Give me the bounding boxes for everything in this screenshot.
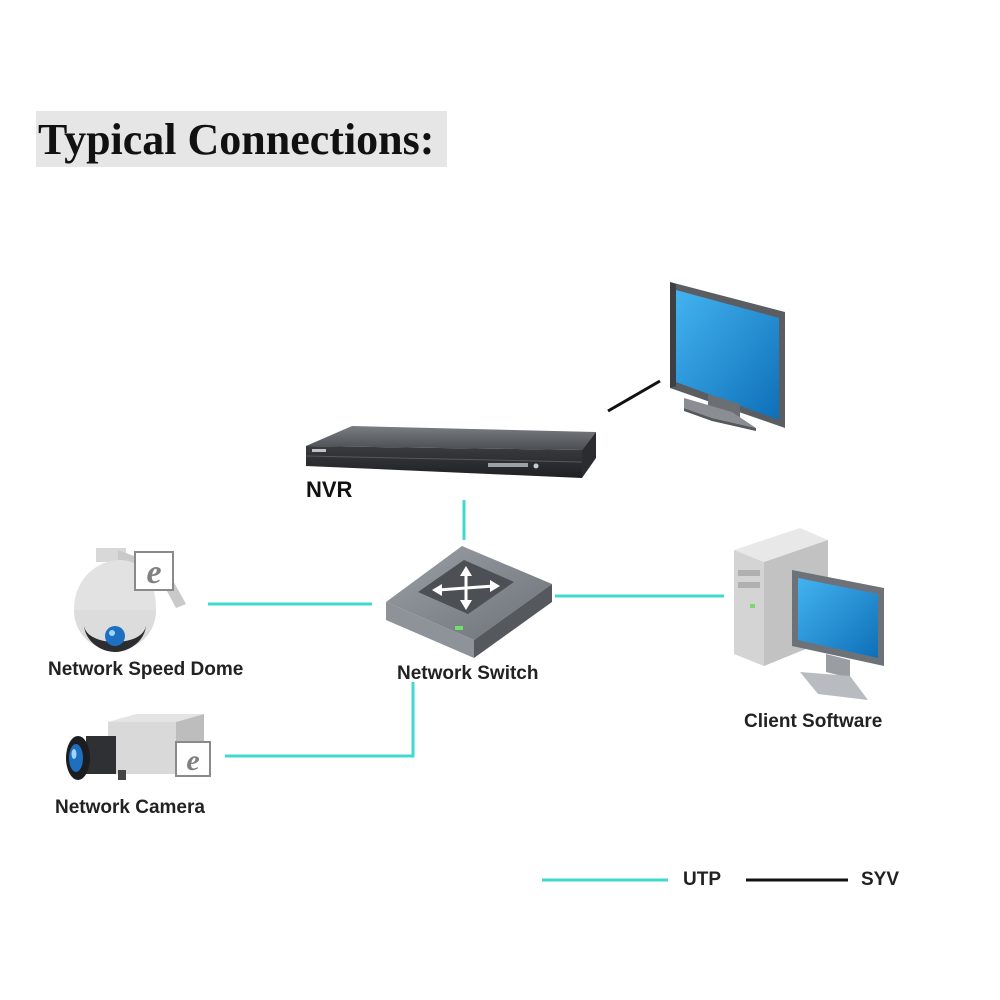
client-software-label: Client Software [744, 711, 883, 732]
utp-connections [208, 500, 724, 758]
svg-text:e: e [186, 744, 199, 777]
speed-dome-label: Network Speed Dome [48, 659, 244, 680]
network-camera-label: Network Camera [55, 797, 205, 818]
nvr-label: NVR [306, 477, 353, 502]
legend-syv-label: SYV [861, 869, 900, 890]
client-pc-icon [734, 528, 884, 700]
network-switch-icon [386, 546, 552, 658]
utp-line-camera-switch [225, 682, 415, 758]
camera-ie-badge: e [175, 741, 211, 777]
svg-text:e: e [146, 554, 161, 591]
syv-line-nvr-monitor [607, 379, 661, 413]
monitor-icon [670, 282, 785, 431]
title-background [36, 111, 447, 167]
dome-ie-badge: e [134, 551, 174, 591]
network-switch-label: Network Switch [397, 663, 539, 684]
nvr-device-icon [305, 426, 596, 478]
legend-utp-label: UTP [683, 869, 721, 890]
page-title: Typical Connections: [38, 115, 435, 164]
